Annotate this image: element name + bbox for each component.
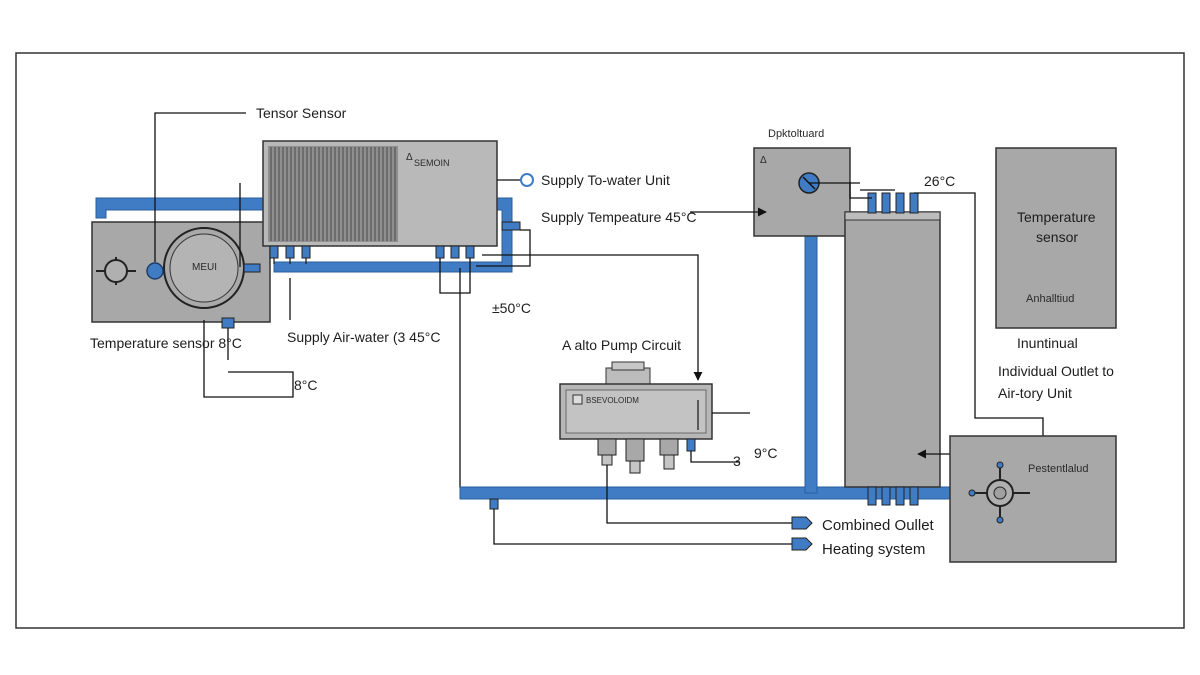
fin-lines: [270, 147, 396, 241]
pump-indicator-icon: [572, 394, 583, 405]
controller-unit: Δ: [753, 147, 860, 237]
label-temp-3: 3: [733, 453, 741, 469]
outdoor-unit-fins: [268, 146, 398, 242]
label-supply-temperature: Supply Tempeature 45°C: [541, 209, 697, 225]
controller-housing: [753, 147, 851, 237]
supply-to-water-marker-icon: [520, 173, 534, 187]
label-supply-to-water-unit: Supply To-water Unit: [541, 172, 670, 188]
controller-marker: Δ: [760, 155, 767, 166]
label-individual-outlet-line2: Air-tory Unit: [998, 385, 1072, 401]
tank-top-ports: [867, 192, 919, 214]
label-temp-8c-left: 8°C: [294, 377, 318, 393]
label-bottom-right-unit: Pestentlalud: [1028, 463, 1089, 475]
temperature-probe-icon: [221, 317, 235, 329]
outdoor-unit-marker: Δ: [406, 152, 413, 163]
pump-circuit: BSEVOLOIDM: [559, 361, 750, 474]
label-combined-outlet: Combined Oullet: [822, 517, 935, 534]
diagram-labels: Tensor Sensor Supply To-water Unit Suppl…: [90, 105, 1114, 558]
tank-bottom-ports: [867, 486, 919, 506]
bottom-right-housing: [949, 435, 1117, 563]
label-temperature-sensor-right-line2: sensor: [1036, 229, 1078, 245]
label-tensor-sensor: Tensor Sensor: [256, 105, 347, 121]
label-auto-pump-circuit: A alto Pump Circuit: [562, 337, 681, 353]
label-heating-system: Heating system: [822, 541, 925, 558]
label-controller-name: Dpktoltuard: [768, 128, 824, 140]
left-blue-sensor-icon: [146, 262, 164, 280]
heating-system-nozzle-icon: [791, 537, 813, 551]
left-valve-icon: [96, 257, 136, 285]
motor-inner-ring: [169, 233, 239, 303]
pump-nozzles: [597, 438, 696, 474]
combined-outlet-nozzle-icon: [791, 516, 813, 530]
storage-tank: [844, 183, 941, 506]
label-supply-air-water: Supply Air-water (3 45°C: [287, 329, 440, 345]
label-sensor-caption: Anhalltiud: [1026, 293, 1074, 305]
signal-lines-left: [154, 112, 703, 488]
label-temperature-sensor-left: Temperature sensor 8°C: [90, 335, 242, 351]
label-inuntiaual: Inuntinual: [1017, 335, 1078, 351]
tank-body: [844, 211, 941, 488]
outdoor-unit: Δ SEMOIN: [262, 140, 521, 264]
pipe-fitting: [243, 263, 261, 273]
motor-label: MEUI: [192, 262, 217, 273]
label-temp-9c: 9°C: [754, 445, 778, 461]
label-individual-outlet-line1: Individual Outlet to: [998, 363, 1114, 379]
label-temp-50c: ±50°C: [492, 300, 531, 316]
outlet-lines: [493, 465, 792, 545]
pump-display-text: BSEVOLOIDM: [586, 396, 639, 405]
bottom-right-unit: [949, 435, 1117, 563]
vertical-blue-pipe: [804, 232, 818, 494]
label-temperature-sensor-right-line1: Temperature: [1017, 209, 1096, 225]
outdoor-unit-brand: SEMOIN: [414, 158, 450, 168]
temperature-sensor-box: [995, 147, 1117, 329]
label-temp-26c: 26°C: [924, 173, 955, 189]
